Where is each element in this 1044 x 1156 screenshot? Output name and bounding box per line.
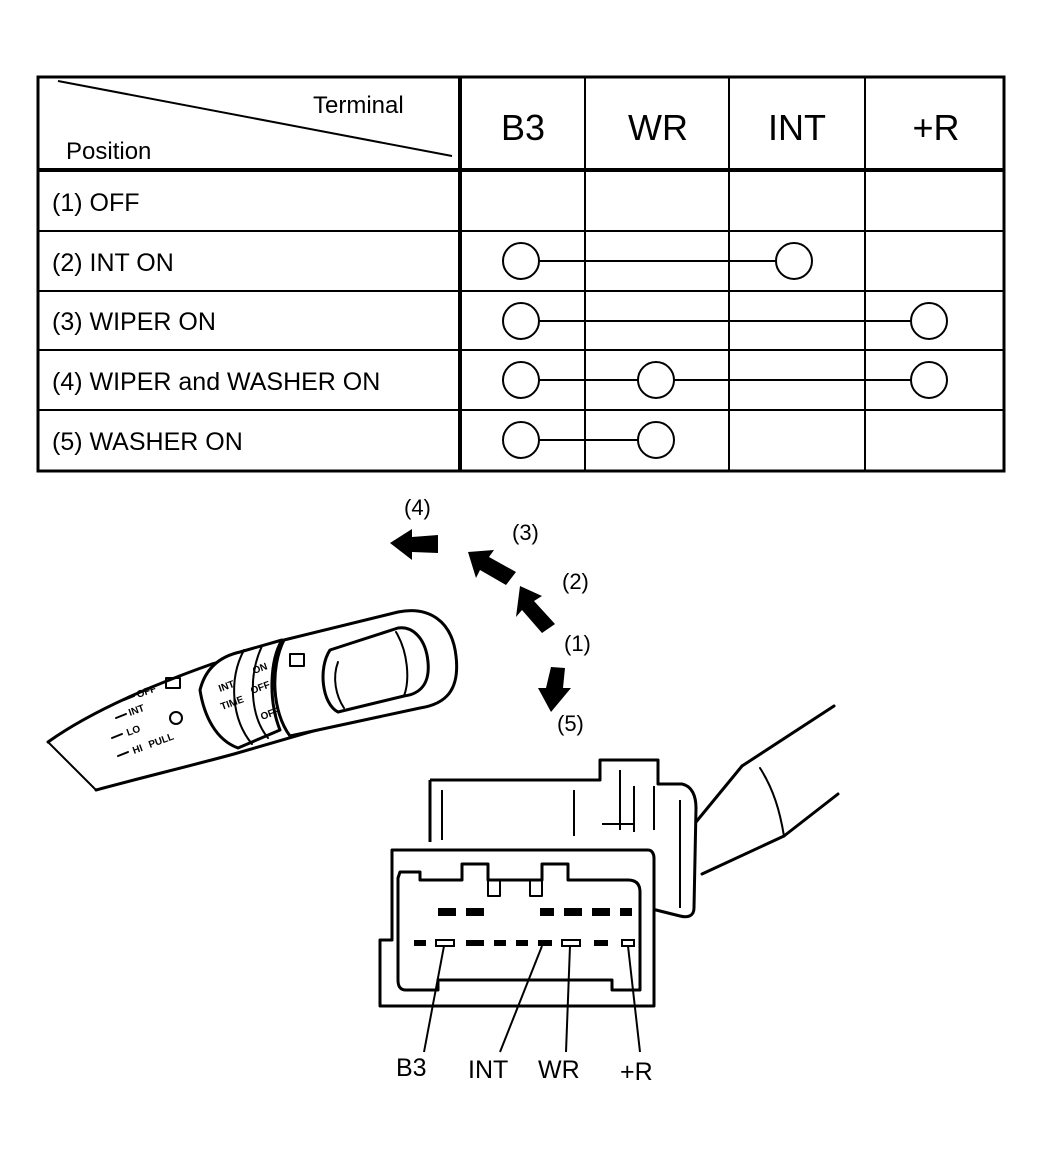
harness-wire <box>694 764 744 824</box>
pin-slot <box>538 940 552 946</box>
lever-mark-pull: PULL <box>147 732 175 751</box>
lever-tick <box>115 713 127 719</box>
arrow-position-3 <box>468 550 516 585</box>
pin-label-int: INT <box>468 1056 508 1084</box>
pin-slot <box>561 939 581 947</box>
pin-slot <box>592 908 610 916</box>
lever-mark-lo: LO <box>125 724 142 739</box>
continuity-connections <box>502 242 948 459</box>
row-label-washer-on: (5) WASHER ON <box>52 428 243 456</box>
pin-label-b3: B3 <box>396 1054 427 1082</box>
wiper-symbol-icon <box>165 677 181 689</box>
lever-stalk-outline <box>46 610 422 792</box>
pin-label-wr: WR <box>538 1056 580 1084</box>
lever-mark-int: INT <box>127 703 146 719</box>
lever-knob-inner <box>334 661 345 709</box>
lever-tick <box>117 751 129 757</box>
lever-tick <box>111 733 123 739</box>
terminal-header-b3: B3 <box>501 107 545 148</box>
arrow-position-5 <box>538 667 571 712</box>
pin-leader-lines <box>423 945 641 1053</box>
continuity-circle <box>502 302 540 340</box>
continuity-circle <box>502 242 540 280</box>
leader-r <box>627 945 641 1053</box>
connector-notch <box>487 880 501 897</box>
lever-mark-off: OFF <box>135 684 158 701</box>
harness-bend <box>759 767 785 837</box>
lever-mark-on: ON <box>251 661 269 676</box>
wire-harness <box>694 704 840 876</box>
leader-int <box>499 945 543 1053</box>
pin-slot <box>564 908 582 916</box>
continuity-circle <box>502 361 540 399</box>
connector-front-face <box>378 848 656 1008</box>
continuity-table: Terminal Position B3 WR INT +R (1) OFF (… <box>36 75 1006 473</box>
continuity-circle <box>910 361 948 399</box>
terminal-header-int: INT <box>768 107 826 148</box>
row-label-wiper-washer-on: (4) WIPER and WASHER ON <box>52 368 380 396</box>
position-label-4: (4) <box>404 495 431 520</box>
lever-ring <box>233 649 253 745</box>
lever-knob-inner <box>395 631 409 697</box>
leader-b3 <box>423 945 445 1053</box>
terminal-header-r: +R <box>912 107 959 148</box>
harness-wire <box>740 704 836 768</box>
pin-slot <box>466 908 484 916</box>
continuity-circle <box>775 242 813 280</box>
connector-front-inner <box>396 862 642 992</box>
continuity-circle <box>637 361 675 399</box>
lever-ring <box>251 645 269 739</box>
continuity-circle <box>637 421 675 459</box>
harness-wire <box>782 792 840 838</box>
washer-symbol-icon <box>289 653 305 667</box>
lever-tick <box>123 695 135 701</box>
pin-slot <box>516 940 528 946</box>
lever-markings: OFF INT LO HI PULL INT TIME OFF ON OFF <box>125 661 282 756</box>
lever-mark-int-ring: INT <box>217 679 236 695</box>
row-label-off: (1) OFF <box>52 189 140 217</box>
switch-position-callouts: (4) (3) (2) (1) (5) <box>390 495 591 736</box>
lever-stalk-edge <box>47 741 97 791</box>
connector-pins <box>414 908 635 947</box>
pin-slot <box>435 939 455 947</box>
connector-notch <box>529 880 543 897</box>
corner-diagonal <box>57 80 453 157</box>
lever-collar <box>198 638 284 750</box>
corner-position-label: Position <box>66 138 151 165</box>
pin-slot <box>620 908 632 916</box>
pin-slot <box>594 940 608 946</box>
pin-slot <box>540 908 554 916</box>
arrow-position-4 <box>390 529 438 560</box>
terminal-header-wr: WR <box>628 107 688 148</box>
lever-mark-hi: HI <box>131 743 144 757</box>
row-label-wiper-on: (3) WIPER ON <box>52 308 216 336</box>
continuity-circle <box>910 302 948 340</box>
pin-label-r: +R <box>620 1058 653 1086</box>
pin-slot <box>494 940 506 946</box>
position-label-2: (2) <box>562 569 589 594</box>
continuity-circle <box>502 421 540 459</box>
position-label-1: (1) <box>564 631 591 656</box>
lever-knob-cap <box>321 626 430 714</box>
lever-knob <box>273 609 459 738</box>
pin-slot <box>621 939 635 947</box>
corner-terminal-label: Terminal <box>313 92 404 119</box>
pin-slot <box>438 908 456 916</box>
leader-wr <box>565 945 571 1053</box>
arrow-position-2 <box>516 586 555 633</box>
harness-wire <box>700 834 786 876</box>
pin-slot <box>414 940 426 946</box>
switch-connector <box>378 758 698 1008</box>
position-label-5: (5) <box>557 711 584 736</box>
table-border <box>36 75 1006 473</box>
pin-slot <box>466 940 484 946</box>
position-label-3: (3) <box>512 520 539 545</box>
wiper-symbol-icon <box>169 711 183 725</box>
connector-rear-housing <box>430 758 698 919</box>
wiper-lever <box>46 609 459 792</box>
row-label-int-on: (2) INT ON <box>52 249 174 277</box>
pin-labels: B3 INT WR +R <box>396 1054 653 1086</box>
